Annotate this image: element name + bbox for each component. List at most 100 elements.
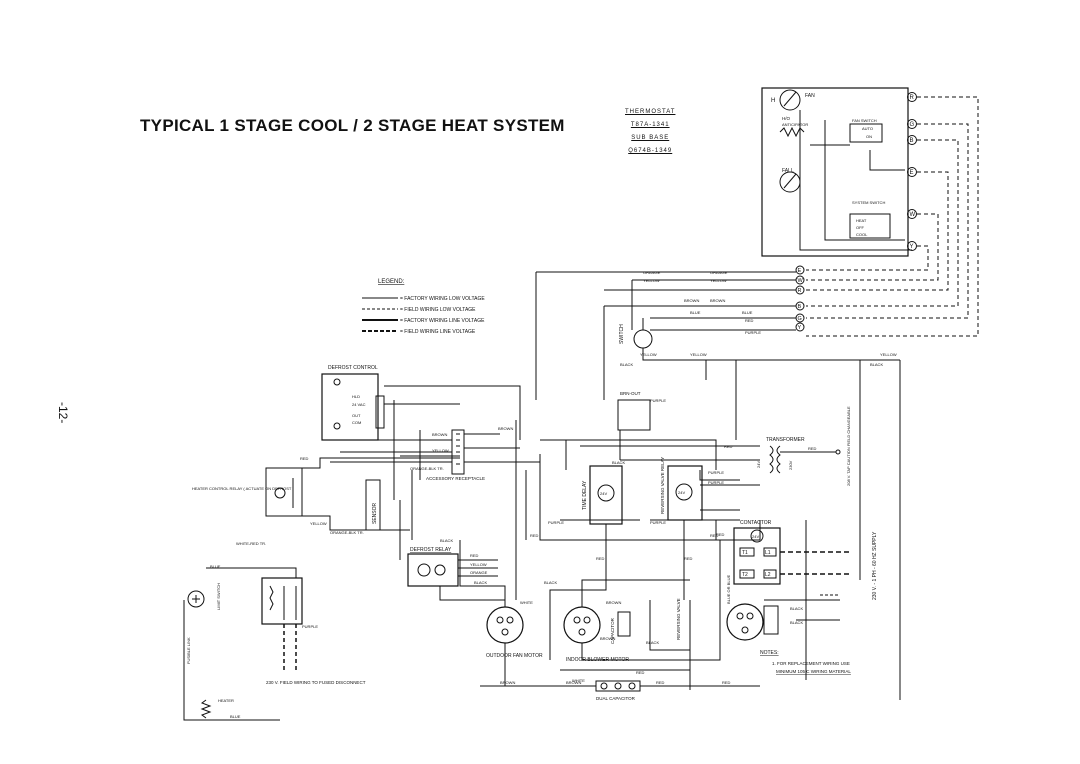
compressor-wire-label: BLUE OR BLUE: [726, 575, 731, 604]
wire-label-red-dc: RED: [656, 680, 665, 685]
notes: NOTES: 1. FOR REPLACEMENT WIRING USE MIN…: [760, 650, 851, 674]
pin-24vac: 24 VAC: [352, 402, 366, 407]
wire-label-yellow-sw: YELLOW: [640, 352, 657, 357]
auto-label: AUTO: [862, 126, 873, 131]
terminal-strip: E W R B G Y: [795, 265, 805, 332]
contactor-t1: T1: [742, 550, 748, 556]
wire-label-red-m7: RED: [636, 670, 645, 675]
switch-label: SWITCH: [619, 324, 625, 344]
off-label: OFF: [856, 225, 865, 230]
strip-terminal-r: R: [798, 288, 802, 294]
wire-label-black-m7: BLACK: [870, 362, 883, 367]
wire-label-red-m6: RED: [724, 444, 733, 449]
thermostat-line: SUB BASE: [631, 135, 670, 141]
heater-label: HEATER: [218, 698, 234, 703]
wire-label-red-m4: RED: [684, 556, 693, 561]
wire-label-purple-m: PURPLE: [708, 470, 724, 475]
wire-label-orange-b: ORANGE: [643, 270, 661, 275]
main-wiring: BLACK RED RED RED RED BLACK BROWN BLACK …: [393, 352, 901, 700]
legend-item-3: = FACTORY WIRING LINE VOLTAGE: [400, 318, 485, 324]
wire-label-brown-dc2: BROWN: [566, 680, 581, 685]
contactor-label: CONTACTOR: [740, 520, 772, 526]
terminal-label-e: E: [910, 170, 914, 176]
reversing-relay-coil: 24V: [678, 490, 685, 495]
wire-label-black-m: BLACK: [440, 538, 453, 543]
wire-label-brown-b: BROWN: [710, 298, 725, 303]
switch: SWITCH YELLOW BLACK: [619, 318, 900, 367]
wire-label-orange-dr: ORANGE: [470, 570, 488, 575]
pin-out: OUT: [352, 413, 361, 418]
notes-line-2: MINIMUM 105 C WIRING MATERIAL: [776, 669, 851, 674]
diagram-title: TYPICAL 1 STAGE COOL / 2 STAGE HEAT SYST…: [140, 116, 565, 135]
wire-label-blue: BLUE: [690, 310, 701, 315]
defrost-control-label: DEFROST CONTROL: [328, 365, 378, 371]
wire-label-red-tr: RED: [808, 446, 817, 451]
strip-terminal-b: B: [798, 304, 802, 310]
wire-label-purple-ht: PURPLE: [302, 624, 318, 629]
thermostat-line: THERMOSTAT: [625, 109, 676, 115]
thermostat-anticipator-label: ANTICIPATOR: [782, 122, 808, 127]
terminal-label-y: Y: [910, 244, 914, 250]
wire-label-orange-a: ORANGE: [710, 270, 728, 275]
wire-label-brown-dc: BROWN: [500, 680, 515, 685]
wire-label-orange-blk: ORANGE-BLK TR.: [410, 466, 444, 471]
thermostat-line: Q674B-1349: [628, 148, 673, 154]
defrost-relay-label: DEFROST RELAY: [410, 547, 452, 553]
wire-label-purple-m2: PURPLE: [708, 480, 724, 485]
wire-label-brown-acc2: BROWN: [498, 426, 513, 431]
wire-label-brown-m2: BROWN: [600, 636, 615, 641]
fan-switch-label: FAN SWITCH: [852, 118, 877, 123]
strip-terminal-y: Y: [798, 325, 802, 331]
cool-label: COOL: [856, 232, 868, 237]
wire-label-blue-ht: BLUE: [210, 564, 221, 569]
contactor-coil: 24V: [752, 534, 759, 539]
thermostat-terminals: R G B E W Y: [907, 92, 917, 251]
brn-out-label: BRN-OUT: [620, 391, 641, 396]
heater-section: LIMIT SWITCH HEATER FUSIBLE LINK BLUE BL…: [183, 564, 366, 721]
wire-label-yellow-acc: YELLOW: [432, 448, 449, 453]
on-label: ON: [866, 134, 872, 139]
transformer: TRANSFORMER 24V 230V 208 V. TAP CAUTION …: [756, 406, 851, 486]
wire-label-blue-b: BLUE: [742, 310, 753, 315]
thermostat-model-block: THERMOSTAT T87A-1341 SUB BASE Q674B-1349: [625, 106, 675, 158]
capacitor: CAPACITOR: [610, 611, 631, 644]
dual-capacitor-label: DUAL CAPACITOR: [596, 696, 636, 701]
wire-label-red-m3: RED: [596, 556, 605, 561]
strip-terminal-e: E: [798, 268, 802, 274]
wire-label-yellow: YELLOW: [643, 278, 660, 283]
wire-label-yellow-m2: YELLOW: [880, 352, 897, 357]
time-delay-coil: 24V: [600, 491, 607, 496]
wire-label-brown-acc: BROWN: [432, 432, 447, 437]
factory-wires-upper: ORANGE ORANGE YELLOW YELLOW BROWN BROWN …: [535, 270, 796, 400]
reversing-valve: REVERSING VALVE BLUE OR BLUE: [676, 575, 779, 641]
wire-label-white-m: WHITE: [572, 678, 585, 683]
wire-label-orange-blk-2: ORANGE-BLK TR.: [330, 530, 364, 535]
fall-label-2: FALL: [782, 168, 794, 174]
wire-label-red: RED: [745, 318, 754, 323]
system-switch-label: SYSTEM SWITCH: [852, 200, 885, 205]
wire-label-yellow-hcr: YELLOW: [310, 521, 327, 526]
wire-label-red-m: RED: [530, 533, 539, 538]
contactor: CONTACTOR 24V T1 L1 T2 L2 230 V. - 1 PH …: [733, 520, 878, 600]
thermostat-h-label: H: [771, 98, 775, 104]
outdoor-fan-label: OUTDOOR FAN MOTOR: [486, 653, 543, 659]
terminal-label-w: W: [910, 212, 916, 218]
thermostat-subbase: H FAN H/O ANTICIPATOR FAN SWITCH AUTO ON…: [761, 87, 912, 257]
wire-label-purple-m3: PURPLE: [548, 520, 564, 525]
wire-label-red-dc2: RED: [722, 680, 731, 685]
outdoor-fan-motor: OUTDOOR FAN MOTOR WHITE: [486, 600, 543, 659]
pin-hld: HLD: [352, 394, 360, 399]
defrost-control: DEFROST CONTROL HLD 24 VAC OUT COM: [321, 365, 521, 441]
wire-label-black-dr: BLACK: [474, 580, 487, 585]
thermostat-ho-label: H/O: [782, 116, 791, 121]
wire-label-black-sw: BLACK: [620, 362, 633, 367]
wire-label-black-m5: BLACK: [790, 620, 803, 625]
wire-label-whitered: WHITE-RED TR.: [236, 541, 266, 546]
defrost-relay: DEFROST RELAY RED YELLOW ORANGE BLACK: [407, 547, 498, 587]
wire-label-black-m6: BLACK: [612, 460, 625, 465]
brn-out-module: BRN-OUT PURPLE: [617, 391, 666, 431]
reversing-relay-label: REVERSING VALVE RELAY: [660, 457, 665, 514]
terminal-label-g: G: [910, 122, 915, 128]
transformer-primary: 230V: [788, 460, 793, 470]
